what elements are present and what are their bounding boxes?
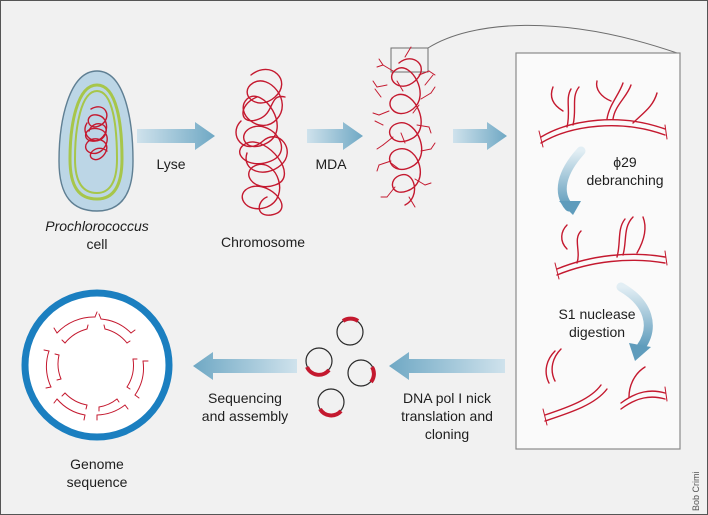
s1-nuclease-label: S1 nuclease — [558, 306, 635, 322]
arrow-cloning — [389, 352, 505, 380]
nick-translation-label: translation and — [401, 408, 493, 424]
arrow-to-panel — [453, 122, 507, 150]
digestion-label: digestion — [569, 324, 625, 340]
lyse-label: Lyse — [156, 156, 185, 172]
arrow-sequencing — [193, 352, 297, 380]
assembly-label: and assembly — [202, 408, 288, 424]
artist-credit: Bob Crimi — [691, 471, 701, 511]
debranching-label: debranching — [586, 172, 663, 188]
curved-arrow-debranching — [557, 146, 586, 215]
dna-pol-label: DNA pol I nick — [403, 390, 492, 406]
debranched-fragment — [554, 216, 668, 280]
genome-label: Genome — [70, 456, 124, 472]
phi29-label: ϕ29 — [613, 154, 637, 170]
chromosome-drawing — [235, 68, 288, 216]
cloning-label: cloning — [425, 426, 469, 442]
mda-branched-dna — [372, 24, 678, 208]
sequencing-label: Sequencing — [208, 390, 282, 406]
debranching-panel: ϕ29 debranching S1 nuclease digestion — [515, 52, 681, 450]
plasmid-clones — [305, 316, 376, 418]
genome-ring — [21, 289, 173, 441]
prochlorococcus-cell — [58, 70, 134, 212]
arrow-mda — [307, 122, 363, 150]
cell-species-label: Prochlorococcus — [45, 218, 149, 234]
curved-arrow-s1-digestion — [616, 282, 653, 361]
cell-label: cell — [86, 236, 107, 252]
chromosome-label: Chromosome — [221, 234, 305, 250]
sequence-label: sequence — [67, 474, 128, 490]
mda-label: MDA — [315, 156, 347, 172]
digested-fragments — [542, 348, 668, 426]
branched-fragment — [538, 80, 668, 148]
arrow-lyse — [137, 122, 215, 150]
